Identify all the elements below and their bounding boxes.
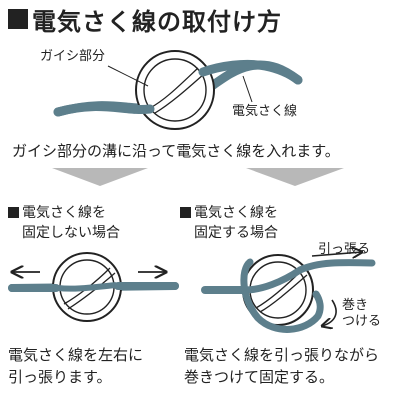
down-arrow-left bbox=[52, 168, 148, 186]
right-caption-line1: 電気さく線を引っ張りながら bbox=[184, 346, 380, 364]
label-wire: 電気さく線 bbox=[232, 104, 298, 119]
label-wrap-line1: 巻き bbox=[342, 298, 369, 313]
top-insulator-diagram bbox=[53, 50, 303, 130]
left-caption-line2: 引っ張ります。 bbox=[8, 368, 112, 386]
heading-bullet bbox=[8, 207, 19, 218]
page-title: 電気さく線の取付け方 bbox=[32, 8, 282, 36]
heading-bullet bbox=[180, 207, 191, 218]
right-caption-line2: 巻きつけて固定する。 bbox=[184, 368, 335, 386]
pull-arrow bbox=[311, 252, 362, 256]
left-insulator-diagram bbox=[8, 252, 179, 322]
left-heading-line2: 固定しない場合 bbox=[22, 225, 120, 241]
label-insulator: ガイシ部分 bbox=[40, 49, 106, 64]
title-square-marker bbox=[8, 9, 28, 29]
instruction-text: ガイシ部分の溝に沿って電気さく線を入れます。 bbox=[12, 142, 340, 160]
left-panel-heading: 電気さく線を 固定しない場合 bbox=[8, 203, 120, 243]
right-insulator-diagram bbox=[201, 252, 376, 333]
right-caption: 電気さく線を引っ張りながら 巻きつけて固定する。 bbox=[184, 344, 379, 388]
left-heading-line1: 電気さく線を bbox=[22, 205, 106, 221]
label-pull: 引っ張る bbox=[318, 242, 371, 257]
right-heading-line1: 電気さく線を bbox=[194, 205, 278, 221]
label-wrap-line2: つける bbox=[342, 314, 382, 329]
left-caption: 電気さく線を左右に 引っ張ります。 bbox=[8, 344, 143, 388]
leader-wire bbox=[242, 75, 253, 103]
down-arrow-right bbox=[246, 168, 344, 186]
wrap-arrow bbox=[322, 299, 337, 326]
right-heading-line2: 固定する場合 bbox=[194, 225, 278, 241]
left-caption-line1: 電気さく線を左右に bbox=[8, 346, 144, 364]
label-wrap: 巻き つける bbox=[342, 298, 381, 330]
leader-insulator bbox=[107, 65, 149, 87]
right-panel-heading: 電気さく線を 固定する場合 bbox=[180, 203, 278, 243]
wrap-wire bbox=[240, 258, 324, 333]
